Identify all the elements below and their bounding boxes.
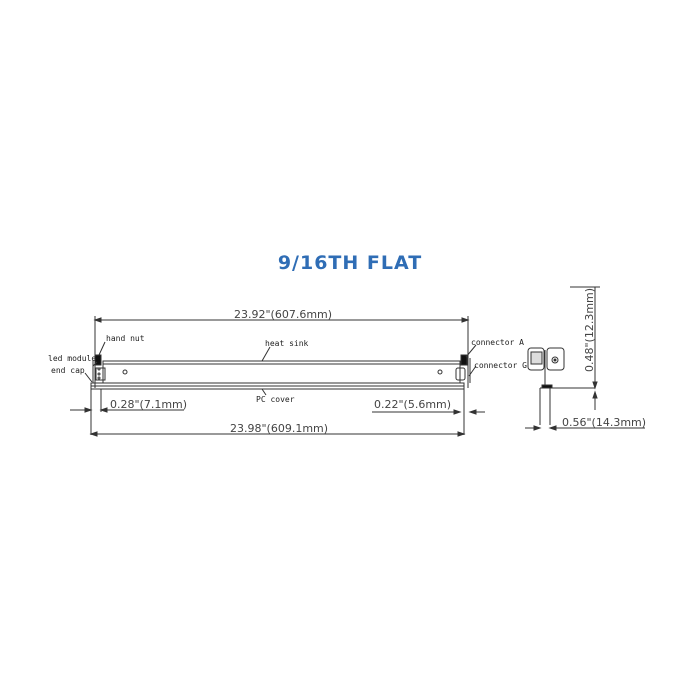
dimension-height: 0.48"(12.3mm)	[583, 288, 596, 372]
diagram-title: 9/16TH FLAT	[277, 252, 423, 274]
label-connector-g: connector G	[474, 361, 527, 370]
label-led-module: led module	[48, 354, 96, 363]
label-pc-cover: PC cover	[256, 395, 295, 404]
dimension-right-offset: 0.22"(5.6mm)	[374, 398, 451, 411]
label-connector-a: connector A	[471, 338, 524, 347]
label-hand-nut: hand nut	[106, 334, 145, 343]
hand-nut	[94, 354, 102, 366]
dimension-left-offset: 0.28"(7.1mm)	[110, 398, 187, 411]
connector-a-block	[460, 354, 468, 366]
dimension-top-length: 23.92"(607.6mm)	[234, 308, 332, 321]
label-heat-sink: heat sink	[265, 339, 309, 348]
label-end-cap: end cap	[51, 366, 85, 375]
side-profile	[527, 347, 595, 425]
dimension-width: 0.56"(14.3mm)	[562, 416, 646, 429]
dimension-bottom-length: 23.98"(609.1mm)	[230, 422, 328, 435]
